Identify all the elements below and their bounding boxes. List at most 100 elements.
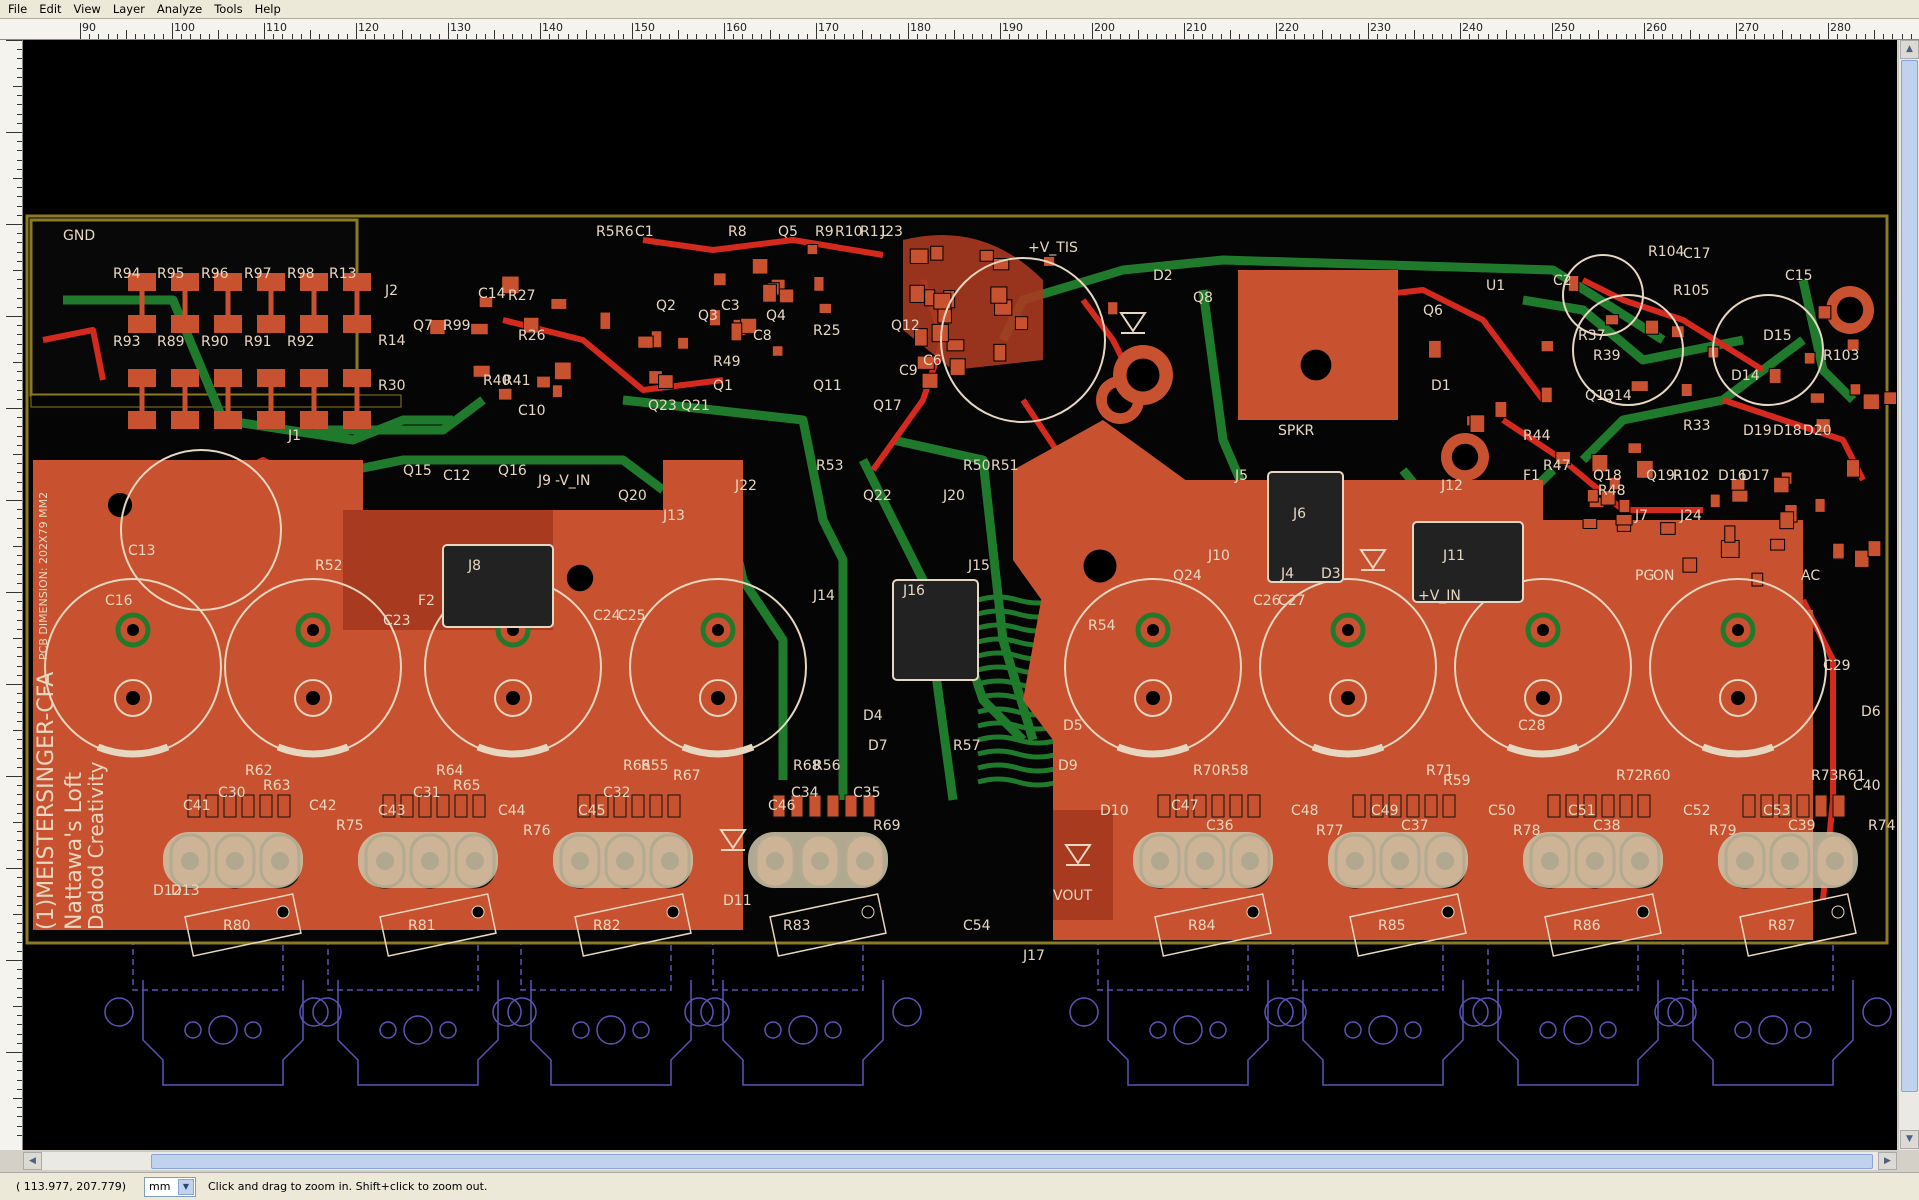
heatsink-hole	[208, 1015, 238, 1045]
component-label: R75	[336, 818, 364, 834]
ruler-minor-tick	[742, 34, 744, 39]
smd-pad	[772, 794, 786, 818]
component-label: Q24	[1173, 568, 1202, 584]
smd-pad	[826, 794, 840, 818]
menu-tools[interactable]: Tools	[214, 2, 243, 16]
smd-pad	[1157, 794, 1171, 818]
smd-pad	[454, 794, 468, 818]
smd-pad	[277, 794, 291, 818]
vertical-scrollbar[interactable]: ▲ ▼	[1898, 40, 1919, 1150]
component-label: C9	[899, 363, 918, 379]
component-label: R57	[953, 738, 981, 754]
heatsink-mount-hole	[507, 997, 537, 1027]
component-label: C34	[791, 785, 819, 801]
serpentine-trace	[977, 734, 1059, 746]
ruler-major-tick	[264, 23, 265, 39]
scroll-down-button[interactable]: ▼	[1900, 1130, 1919, 1149]
heatsink-outline	[1692, 980, 1854, 1086]
menu-view[interactable]: View	[73, 2, 101, 16]
component-label: R67	[673, 768, 701, 784]
component-label: R69	[873, 818, 901, 834]
heatsink-hole	[403, 1015, 433, 1045]
drill-hole	[861, 905, 875, 919]
ruler-minor-tick	[17, 150, 22, 152]
component-label: R50	[963, 458, 991, 474]
component-label: R92	[287, 334, 315, 350]
ruler-minor-tick	[622, 34, 624, 39]
ruler-minor-tick	[17, 1116, 22, 1118]
ruler-major-tick	[540, 23, 541, 39]
horizontal-scrollbar[interactable]: ◀ ▶	[23, 1151, 1897, 1170]
ruler-minor-tick	[291, 34, 293, 39]
component-label: R95	[157, 266, 185, 282]
component-label: -V_IN	[555, 473, 590, 489]
smd-pad	[418, 794, 432, 818]
ruler-major-tick	[1644, 23, 1645, 39]
smd-pad	[1014, 316, 1029, 331]
connector-outline	[892, 579, 979, 681]
menu-help[interactable]: Help	[254, 2, 281, 16]
ruler-minor-tick	[17, 1033, 22, 1035]
smd-pad	[713, 272, 727, 287]
ruler-minor-tick	[972, 34, 974, 39]
smd-pad	[1635, 459, 1654, 479]
scroll-right-button[interactable]: ▶	[1878, 1152, 1897, 1170]
ruler-minor-tick	[1662, 34, 1664, 39]
transistor-outline	[748, 832, 888, 888]
ruler-minor-tick	[1156, 34, 1158, 39]
component-label: Q17	[873, 398, 902, 414]
ruler-minor-tick	[17, 601, 22, 603]
ruler-minor-tick	[760, 34, 762, 39]
component-label: R54	[1088, 618, 1116, 634]
component-label: J11	[1442, 548, 1465, 564]
chevron-down-icon[interactable]: ▼	[178, 1178, 194, 1195]
component-label: R94	[113, 266, 141, 282]
component-label: Q7	[413, 318, 433, 334]
capacitor-polarity-band	[96, 743, 170, 758]
transistor-outline	[1523, 832, 1663, 888]
smd-pad	[1565, 794, 1579, 818]
ruler-minor-tick	[17, 739, 22, 741]
drill-hole	[1831, 905, 1845, 919]
ruler-minor-tick	[503, 34, 505, 39]
smd-pad	[979, 249, 994, 262]
resistor-outline	[1739, 893, 1857, 957]
heatsink-mount-hole	[1667, 997, 1697, 1027]
smd-pad	[613, 794, 627, 818]
ruler-minor-tick	[17, 702, 22, 704]
menu-edit[interactable]: Edit	[39, 2, 62, 16]
ruler-tick-label: 170	[818, 21, 839, 34]
ruler-minor-tick	[17, 582, 22, 584]
smd-pad	[946, 339, 965, 352]
ruler-minor-tick	[17, 1107, 22, 1109]
menu-analyze[interactable]: Analyze	[156, 2, 203, 16]
ruler-minor-tick	[733, 34, 735, 39]
component-label: Q20	[618, 488, 647, 504]
unit-select[interactable]: mm ▼	[144, 1176, 196, 1197]
menu-file[interactable]: File	[8, 2, 28, 16]
ruler-major-tick	[6, 224, 22, 225]
component-label: R58	[1221, 763, 1249, 779]
heatsink-hole	[184, 1021, 202, 1039]
smd-pad	[214, 273, 242, 291]
ruler-minor-tick	[328, 34, 330, 39]
ruler-minor-tick	[1404, 34, 1406, 39]
smd-pad	[300, 315, 328, 333]
scroll-left-button[interactable]: ◀	[23, 1152, 42, 1170]
ruler-minor-tick	[1230, 30, 1231, 39]
component-label: R60	[1643, 768, 1671, 784]
ruler-minor-tick	[714, 34, 716, 39]
horizontal-scroll-thumb[interactable]	[151, 1154, 1873, 1169]
menu-layer[interactable]: Layer	[112, 2, 145, 16]
component-label: Q12	[891, 318, 920, 334]
smd-pad	[1193, 794, 1207, 818]
ruler-minor-tick	[107, 34, 109, 39]
smd-pad	[343, 315, 371, 333]
component-label: D17	[1741, 468, 1770, 484]
vertical-scroll-thumb[interactable]	[1901, 60, 1918, 1092]
scroll-up-button[interactable]: ▲	[1900, 40, 1919, 59]
component-label: C41	[183, 798, 211, 814]
component-label: C25	[618, 608, 646, 624]
